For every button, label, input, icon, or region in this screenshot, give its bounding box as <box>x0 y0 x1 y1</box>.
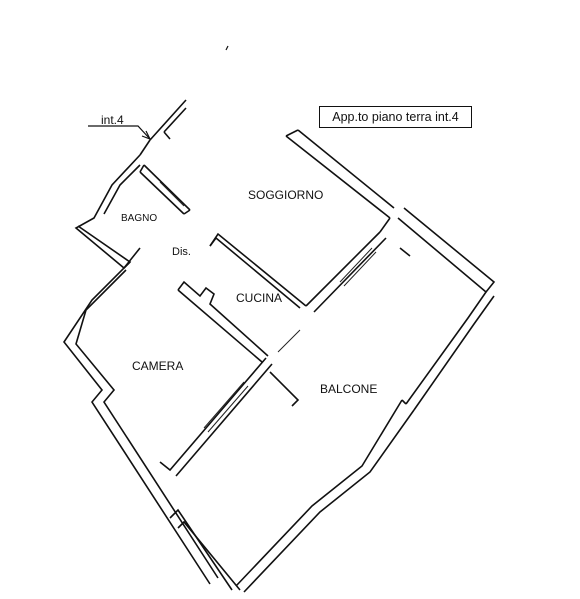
window-marks <box>159 181 377 433</box>
room-label-balcone: BALCONE <box>320 382 378 396</box>
room-label-bagno: BAGNO <box>121 213 158 224</box>
stray-mark <box>225 45 229 51</box>
room-label-cucina: CUCINA <box>236 291 283 305</box>
entrance-label: int.4 <box>101 113 124 127</box>
plan-title-box: App.to piano terra int.4 <box>319 106 472 128</box>
interior-walls <box>159 231 387 477</box>
room-label-soggiorno: SOGGIORNO <box>248 188 324 202</box>
room-label-camera: CAMERA <box>132 359 184 373</box>
entrance-arrow <box>88 125 151 140</box>
room-label-disimpegno: Dis. <box>172 246 191 258</box>
outer-walls <box>63 99 496 593</box>
